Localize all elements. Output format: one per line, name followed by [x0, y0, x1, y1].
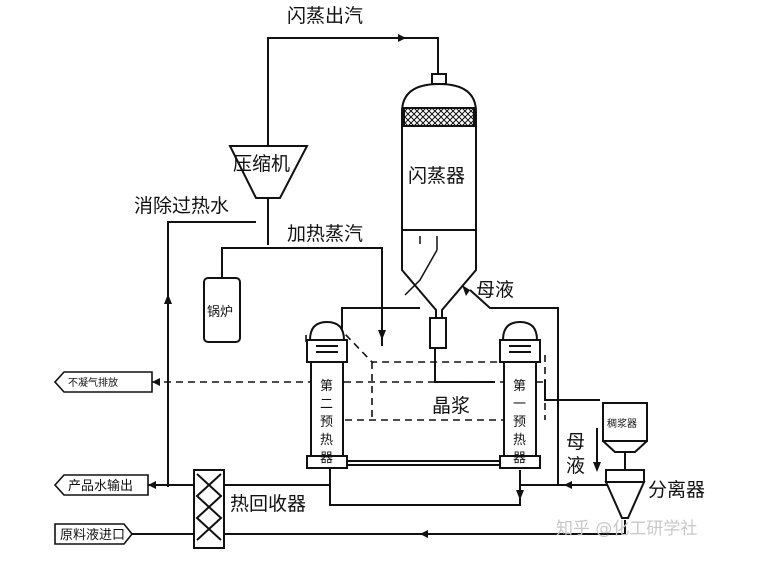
label-product-water: 产品水输出	[68, 478, 133, 494]
separator	[604, 469, 646, 519]
preheater1-char-1: 第	[513, 379, 526, 394]
flash-steam-line	[267, 37, 439, 146]
preheater1-char-4: 热	[513, 433, 526, 448]
preheater1-char-2: 一	[513, 397, 526, 412]
boiler-body	[203, 277, 241, 343]
label-non-condensable: 不凝气排放	[68, 376, 118, 389]
arrow-mother-liquor-top	[462, 285, 470, 296]
arrow-product	[148, 481, 156, 489]
preheater2-char-2: 二	[320, 397, 333, 412]
mother-liquor-line	[469, 289, 559, 485]
preheater2-char-4: 热	[320, 433, 333, 448]
arrow-return	[564, 481, 572, 489]
preheater2-char-1: 第	[320, 379, 333, 394]
slurry-tank	[602, 402, 648, 470]
watermark: 知乎 @化工研学社	[556, 519, 697, 539]
raw-feed-line	[132, 520, 626, 535]
label-slurry-tank: 稠浆器	[607, 417, 637, 430]
arrow-vent	[152, 378, 160, 386]
arrow-desuperheat	[164, 294, 172, 304]
label-mother-liquor-top: 母液	[476, 279, 514, 301]
non-condensable-tag	[53, 371, 153, 393]
arrow-raw-feed	[420, 530, 428, 538]
label-side-mother-liquor-1: 母	[566, 431, 585, 453]
preheater2-char-5: 器	[320, 451, 333, 466]
label-desuperheat-water: 消除过热水	[134, 195, 229, 217]
label-heat-recovery: 热回收器	[230, 493, 306, 515]
crystal-slurry-line	[434, 348, 495, 383]
label-flash-steam: 闪蒸出汽	[287, 5, 363, 27]
arrow-side-ml	[593, 462, 601, 472]
arrow-heating-steam	[378, 330, 386, 340]
label-flash-vessel: 闪蒸器	[408, 165, 465, 187]
label-crystal-slurry: 晶浆	[432, 395, 470, 417]
preheater-1	[499, 320, 541, 469]
label-compressor: 压缩机	[233, 153, 290, 175]
separator-return-line	[519, 470, 610, 486]
preheater1-char-5: 器	[513, 451, 526, 466]
bottom-loop-line	[329, 465, 521, 506]
preheater2-char-3: 预	[320, 415, 333, 430]
arrow-slurry	[516, 490, 524, 500]
flash-vessel	[401, 73, 477, 349]
raw-feed-tag	[54, 523, 134, 545]
vent-dash-top	[305, 333, 505, 363]
compressor-body	[228, 145, 309, 199]
heating-steam-header	[221, 247, 383, 346]
heat-recovery-exchanger	[193, 469, 225, 549]
arrow-flash-steam	[398, 34, 406, 42]
label-boiler: 锅炉	[207, 304, 233, 320]
label-separator: 分离器	[648, 479, 705, 501]
label-heating-steam: 加热蒸汽	[287, 223, 363, 245]
product-water-tag	[53, 474, 149, 496]
label-side-mother-liquor-2: 液	[566, 455, 585, 477]
desuperheat-line	[167, 221, 256, 487]
preheater-2	[306, 320, 348, 469]
slurry-tank-line	[544, 380, 600, 401]
label-raw-feed: 原料液进口	[60, 528, 125, 543]
preheater1-char-3: 预	[513, 415, 526, 430]
